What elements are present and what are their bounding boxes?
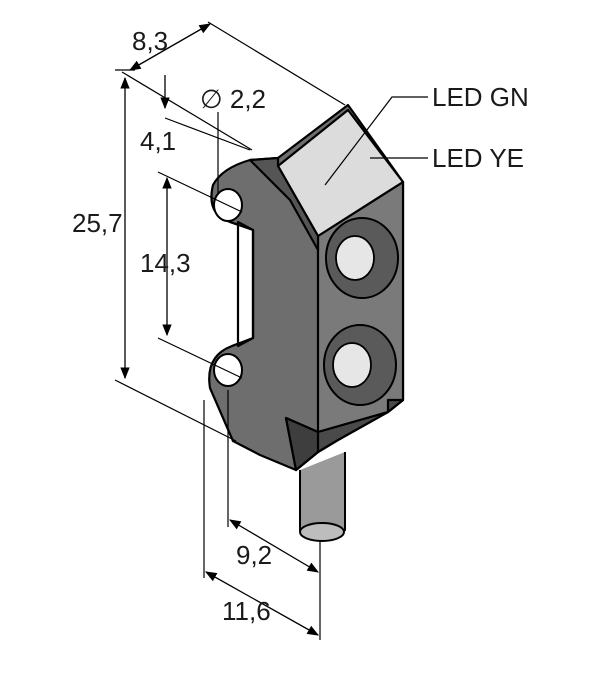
sensor-cable bbox=[299, 452, 346, 542]
dimension-lines bbox=[114, 21, 428, 640]
label-led-yellow: LED YE bbox=[432, 143, 524, 173]
upper-lens bbox=[335, 235, 375, 281]
dim-hole-offset: 4,1 bbox=[140, 126, 176, 156]
dim-overall-height: 25,7 bbox=[72, 208, 123, 238]
sensor-top-slope bbox=[248, 156, 320, 252]
dim-overall-depth: 11,6 bbox=[222, 596, 271, 626]
lower-lens bbox=[332, 342, 372, 388]
lower-mounting-hole bbox=[213, 353, 243, 387]
dim-hole-to-cable: 9,2 bbox=[236, 540, 272, 570]
dim-hole-spacing: 14,3 bbox=[140, 248, 191, 278]
sensor-body bbox=[208, 103, 405, 472]
label-led-green: LED GN bbox=[432, 82, 529, 112]
dim-top-depth: 8,3 bbox=[132, 26, 168, 56]
mounting-cutout bbox=[236, 220, 255, 348]
dim-hole-diameter: ∅ 2,2 bbox=[200, 84, 266, 114]
